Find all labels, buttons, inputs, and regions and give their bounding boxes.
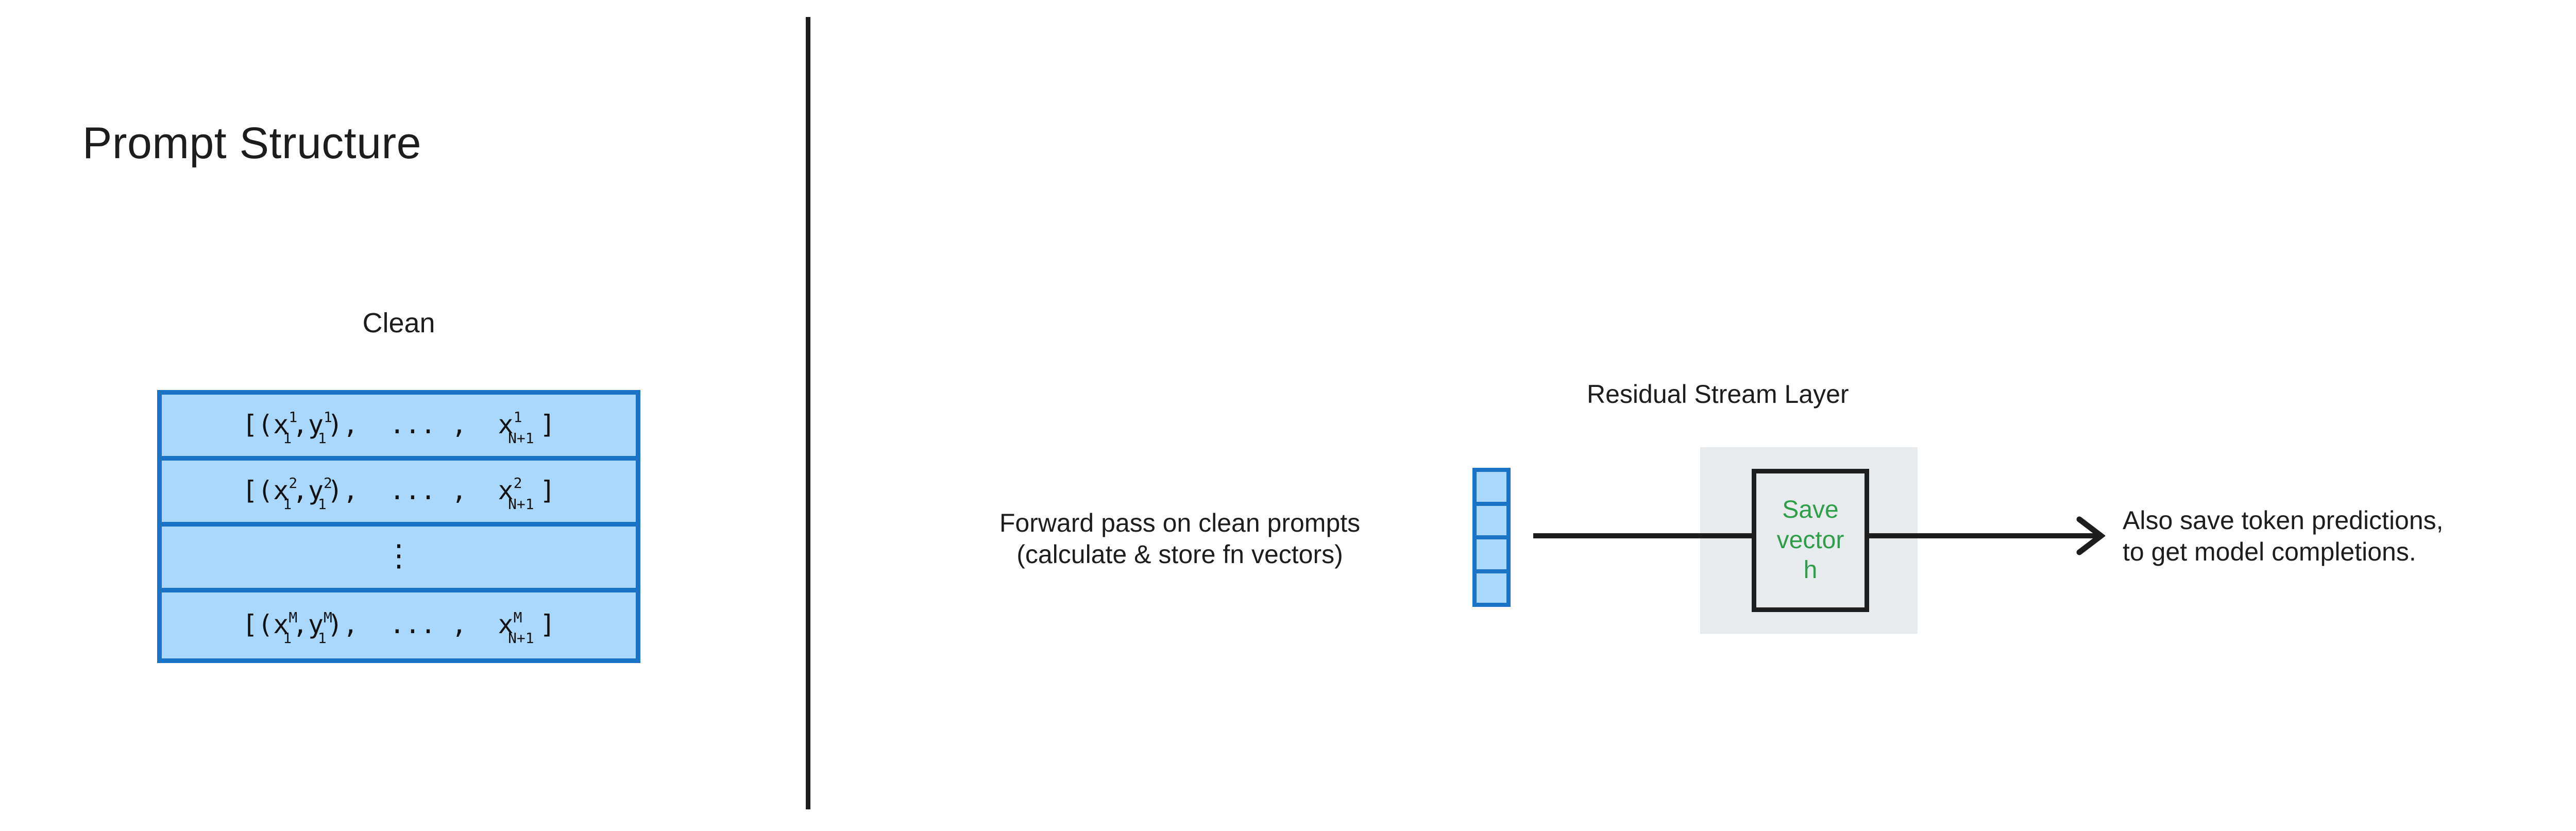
prompt-expression-1: [(x11,y11), ... , x1N+1] (242, 409, 555, 447)
token-cell (1477, 472, 1506, 506)
save-vector-line1: Save (1782, 496, 1839, 524)
token-cell (1477, 505, 1506, 539)
token-cell (1477, 539, 1506, 573)
table-row: [(x21,y21), ... , x2N+1] (162, 461, 636, 527)
also-save-caption: Also save token predictions, to get mode… (2123, 505, 2576, 568)
vertical-ellipsis-icon: ⋮ (384, 537, 414, 573)
residual-stream-layer-label: Residual Stream Layer (1587, 380, 1849, 409)
token-stack-icon (1472, 468, 1511, 607)
clean-column-label: Clean (362, 308, 435, 338)
forward-pass-caption-line2: (calculate & store fn vectors) (1016, 540, 1343, 569)
save-vector-line3: h (1803, 556, 1818, 584)
table-row: [(x11,y11), ... , x1N+1] (162, 395, 636, 461)
table-row-ellipsis: ⋮ (162, 527, 636, 592)
forward-pass-caption-line1: Forward pass on clean prompts (999, 508, 1361, 537)
prompt-expression-m: [(xM1,yM1), ... , xMN+1] (242, 608, 555, 647)
token-cell (1477, 573, 1506, 603)
also-save-caption-line2: to get model completions. (2123, 537, 2416, 566)
forward-pass-caption: Forward pass on clean prompts (calculate… (907, 507, 1453, 570)
prompt-table: [(x11,y11), ... , x1N+1] [(x21,y21), ...… (157, 390, 640, 663)
panel-divider (806, 17, 810, 809)
table-row: [(xM1,yM1), ... , xMN+1] (162, 592, 636, 658)
arrow-head-icon (2076, 516, 2105, 555)
prompt-expression-2: [(x21,y21), ... , x2N+1] (242, 474, 555, 513)
page-title: Prompt Structure (82, 118, 421, 168)
save-vector-line2: vector (1776, 526, 1844, 554)
also-save-caption-line1: Also save token predictions, (2123, 506, 2444, 535)
save-vector-box: Save vector h (1752, 469, 1869, 612)
